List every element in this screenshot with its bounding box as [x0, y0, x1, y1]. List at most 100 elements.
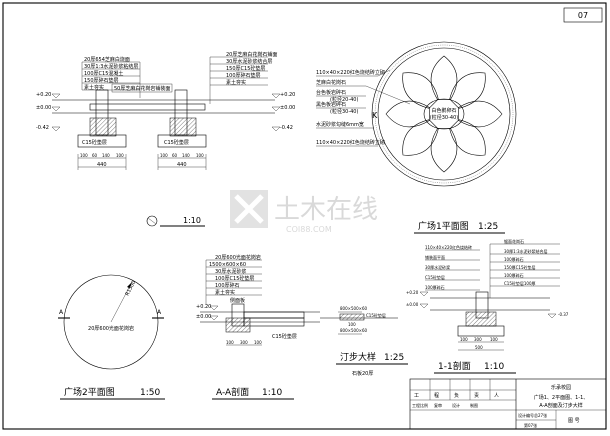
right-curb [157, 89, 207, 148]
dim-total-left: 440 [97, 162, 107, 168]
watermark-brand: 土木在线 [274, 195, 378, 225]
watermark-site: COI88.COM [286, 225, 332, 234]
flower-petal [430, 128, 458, 173]
layer-right-1: 20厚芝麻白花岗石铺面 [226, 51, 277, 58]
elev-right-top: +0.20 [280, 92, 295, 98]
layer-right-4: 100厚碎石垫层 [226, 72, 261, 79]
stepping-stone: 800×500×60 C15砼垫层 800×500×60 100 汀步大样 1:… [320, 306, 408, 377]
svg-text:程: 程 [434, 392, 439, 399]
plaza2-circle [63, 274, 159, 370]
layer-left-1: 20厚654芝麻白烧面 [84, 56, 130, 63]
caption-scale: 1:10 [183, 216, 201, 225]
callout-slate-white-size: (粒径20-40) [330, 96, 358, 103]
svg-text:60: 60 [172, 153, 178, 158]
plaza1-plan: 白色鹅卵石 (粒径30-40) 110×40×220红色烧结砖立砌 芝麻白花岗石… [316, 41, 517, 234]
section-aa: 20厚600光面花岗岩 1500×600×60 30厚水泥砂浆 100厚C15砼… [196, 254, 320, 400]
callout-brick-top: 110×40×220红色烧结砖立砌 [316, 69, 385, 76]
stone-dim: 100 [348, 322, 356, 327]
callout-granite: 芝麻白花岗石 [316, 79, 346, 86]
s11-left-5: 100厚碎石 [425, 284, 445, 290]
aa-side-label: 侧面板 [230, 297, 245, 304]
svg-text:100: 100 [460, 337, 468, 342]
stone-label-1: 800×500×60 [340, 306, 368, 311]
aa-layer-4: 100厚C15砼垫层 [215, 275, 254, 282]
svg-text:制图: 制图 [470, 402, 478, 408]
svg-text:300: 300 [474, 337, 482, 342]
flower-petals [385, 55, 503, 173]
layer-right-3: 150厚C15砼垫层 [226, 65, 265, 72]
s11-left-2: 铺装面平面 [425, 254, 445, 260]
flower-petal [402, 119, 439, 156]
svg-text:100: 100 [116, 153, 124, 158]
plaza1-inner-ring [377, 47, 511, 181]
svg-text:100: 100 [160, 153, 168, 158]
plaza2-scale: 1:50 [140, 388, 160, 398]
section-11: 110×40×220红色烧结砖 铺装面平面 30厚水泥砂浆 C15砼垫层 100… [406, 238, 569, 374]
aa-scale: 1:10 [262, 388, 282, 398]
svg-text:60: 60 [92, 153, 98, 158]
flower-petal [458, 100, 503, 128]
svg-text:100: 100 [80, 153, 88, 158]
svg-text:100: 100 [196, 153, 204, 158]
dim-total-right: 440 [177, 162, 187, 168]
s11-left-1: 110×40×220红色烧结砖 [425, 244, 472, 250]
s11-right-6: C15砼垫层100厚 [504, 280, 536, 286]
flower-petal [430, 55, 458, 100]
plaza1-left-mark: K [372, 111, 378, 120]
watermark-logo [230, 190, 268, 228]
plaza2-plan: R1500 20厚600光面花岗岩 A A 广场2平面图 1:50 [58, 274, 165, 400]
plaza2-section-mark-right: A [157, 309, 162, 316]
svg-text:负: 负 [454, 392, 459, 399]
tb-drawing-title-2: A-A剖面及汀步大样 [539, 402, 582, 409]
svg-text:工: 工 [414, 393, 419, 399]
aa-callouts: 20厚600光面花岗岩 1500×600×60 30厚水泥砂浆 100厚C15砼… [205, 254, 262, 305]
plaza1-callouts: 110×40×220红色烧结砖立砌 芝麻白花岗石 台色板岩碎石 (粒径20-40… [316, 69, 411, 147]
plaza1-scale: 1:25 [478, 222, 498, 232]
flower-center [423, 98, 465, 130]
svg-text:工程比例: 工程比例 [412, 402, 428, 408]
layers-right-callout: 20厚芝麻白花岗石铺面 30厚水泥砂浆结合层 150厚C15砼垫层 100厚碎石… [209, 51, 277, 104]
callout-brick-bottom: 110×40×220红色烧结砖立砌 [316, 139, 385, 146]
stone-title: 汀步大样 [340, 351, 376, 363]
svg-text:人: 人 [494, 393, 499, 399]
s11-elev-bot: -0.37 [558, 312, 569, 317]
elev-left-top: +0.20 [36, 92, 51, 98]
plaza2-section-mark-left: A [59, 309, 64, 316]
flower-petal [449, 72, 486, 109]
page-number: 07 [578, 11, 588, 20]
svg-text:责: 责 [474, 392, 479, 399]
s11-elev-mid: ±0.00 [406, 302, 419, 307]
svg-text:100: 100 [226, 340, 234, 345]
s11-right-1: 锯面花岗石 [504, 238, 524, 244]
stone-label-2: C15砼垫层 [366, 312, 386, 318]
page-number-box: 07 [563, 7, 603, 23]
dims-left: 100 60 140 100 440 [77, 153, 127, 170]
stone-scale: 1:25 [384, 353, 404, 363]
sheet-border [2, 2, 607, 430]
svg-text:100: 100 [490, 337, 498, 342]
s11-left-4: C15砼垫层 [425, 274, 445, 280]
plaza1-outer-ring [371, 41, 517, 187]
s11-right-3: 100厚碎石 [504, 256, 524, 262]
svg-text:复审: 复审 [434, 402, 442, 408]
s11-right-2: 30厚1:3水泥砂浆结合层 [504, 248, 548, 254]
plaza2-title: 广场2平面图 [64, 386, 115, 398]
watermark: 土木在线 COI88.COM [230, 190, 378, 234]
left-curb [77, 89, 127, 148]
aa-title: A-A剖面 [216, 386, 249, 398]
aa-elev-mid: ±0.00 [196, 314, 211, 320]
caption-top-left: 1:10 [146, 215, 205, 227]
svg-text:100: 100 [254, 340, 262, 345]
s11-left-callouts: 110×40×220红色烧结砖 铺装面平面 30厚水泥砂浆 C15砼垫层 100… [425, 244, 480, 291]
foundation-left: C15砼垫层 [82, 139, 107, 146]
s11-right-5: 100厚碎石 [504, 272, 524, 278]
layer-left-3: 100厚C15混凝土 [84, 70, 123, 77]
aa-layer-3: 30厚水泥砂浆 [215, 268, 246, 275]
svg-text:140: 140 [102, 153, 110, 158]
aa-foundation: C15砼垫层 [272, 333, 297, 340]
elev-left-mid: ±0.00 [36, 105, 51, 111]
inner-paving-label: 50厚芝麻白花岗岩铺装面 [114, 85, 170, 92]
aa-layer-6: 素土夯实 [215, 289, 235, 296]
callout-slate-black: 黑色板岩碎石 [316, 101, 346, 108]
